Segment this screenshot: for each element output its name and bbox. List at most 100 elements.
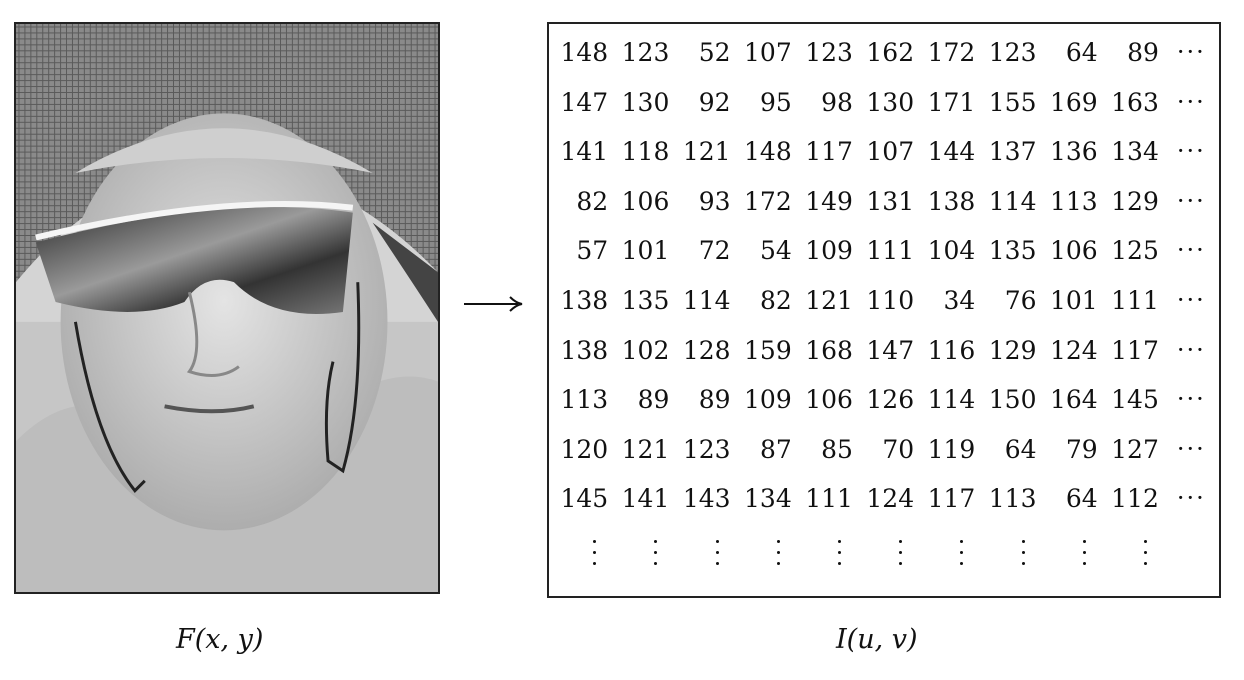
matrix-cell: 148: [560, 38, 609, 67]
matrix-cell: 164: [1049, 385, 1098, 415]
dot: [960, 551, 964, 555]
matrix-cell: 109: [744, 385, 792, 415]
matrix-cell: 169: [1049, 87, 1098, 117]
dot: [776, 551, 780, 555]
matrix-cell: 111: [1111, 285, 1159, 315]
column-vdots: [798, 524, 859, 582]
matrix-cell: 104: [927, 236, 976, 266]
matrix-cell: 114: [988, 186, 1037, 216]
matrix-cell: 121: [621, 434, 670, 464]
dot: [715, 540, 719, 544]
matrix-cell: 102: [621, 335, 670, 365]
dot: [899, 562, 903, 566]
matrix-cell: 118: [621, 137, 670, 167]
matrix-cell: 135: [621, 285, 670, 315]
matrix-cell: 149: [805, 186, 853, 216]
matrix-cell: 127: [1111, 434, 1159, 464]
matrix-cell: 121: [682, 137, 731, 167]
matrix-cell: 171: [927, 87, 976, 117]
matrix-cell: 117: [927, 484, 976, 514]
matrix-cell: 76: [1004, 285, 1037, 315]
dot: [1143, 562, 1147, 566]
matrix-cell: 123: [621, 38, 670, 67]
matrix-cell: 143: [682, 484, 731, 514]
matrix-cell: 155: [988, 87, 1037, 117]
dot: [1143, 540, 1147, 544]
column-vdots: [614, 524, 675, 582]
dot: [837, 540, 841, 544]
matrix-cell: 52: [698, 38, 731, 67]
matrix-cell: 111: [866, 236, 915, 266]
matrix-cell: 134: [1111, 137, 1159, 167]
dot: [1021, 562, 1025, 566]
matrix-cell: 113: [1049, 186, 1098, 216]
matrix-cell: 126: [866, 385, 915, 415]
matrix-cell: 123: [988, 38, 1037, 67]
matrix-cell: 123: [682, 434, 731, 464]
matrix-cell: 109: [805, 236, 853, 266]
matrix-cell: 106: [621, 186, 670, 216]
matrix-cell: 128: [682, 335, 731, 365]
matrix-cell: 136: [1049, 137, 1098, 167]
maps-to-arrow: [464, 296, 523, 312]
matrix-cell: 87: [759, 434, 792, 464]
matrix-cell: 114: [927, 385, 976, 415]
matrix-cell: 129: [988, 335, 1037, 365]
row-ellipsis: ···: [1176, 87, 1206, 116]
matrix-cell: 112: [1111, 484, 1159, 514]
matrix-cell: 124: [866, 484, 915, 514]
dot: [654, 540, 658, 544]
column-vdots: [1104, 524, 1165, 582]
column-vdots: [675, 524, 736, 582]
matrix-cell: 148: [744, 137, 792, 167]
dot: [654, 562, 658, 566]
matrix-cell: 98: [821, 87, 853, 117]
matrix-cell: 130: [866, 87, 915, 117]
matrix-cell: 141: [621, 484, 670, 514]
caption-discrete-image: I(u, v): [836, 624, 918, 655]
dot: [715, 562, 719, 566]
dot: [1082, 562, 1086, 566]
dot: [1021, 540, 1025, 544]
dot: [654, 551, 658, 555]
matrix-cell: 134: [744, 484, 792, 514]
dot: [960, 540, 964, 544]
dot: [1021, 551, 1025, 555]
matrix-cell: 92: [698, 87, 731, 117]
matrix-cell: 64: [1065, 484, 1098, 514]
dot: [776, 540, 780, 544]
matrix-cell: 113: [988, 484, 1037, 514]
row-ellipsis: ···: [1176, 385, 1206, 414]
matrix-cell: 144: [927, 137, 976, 167]
matrix-cell: 145: [1111, 385, 1159, 415]
dot: [960, 562, 964, 566]
matrix-cell: 70: [882, 434, 915, 464]
matrix-cell: 141: [560, 137, 609, 167]
dot: [776, 562, 780, 566]
matrix-cell: 107: [744, 38, 792, 67]
dot: [1082, 540, 1086, 544]
dot: [715, 551, 719, 555]
matrix-cell: 117: [805, 137, 853, 167]
matrix-cell: 168: [805, 335, 853, 365]
row-ellipsis: ···: [1176, 484, 1206, 513]
column-vdots: [981, 524, 1042, 582]
matrix-cell: 125: [1111, 236, 1159, 266]
matrix-cell: 137: [988, 137, 1037, 167]
matrix-cell: 138: [927, 186, 976, 216]
matrix-cell: 147: [560, 87, 609, 117]
matrix-cell: 107: [866, 137, 915, 167]
matrix-cell: 95: [759, 87, 792, 117]
matrix-cell: 110: [866, 285, 915, 315]
matrix-cell: 145: [560, 484, 609, 514]
matrix-cell: 159: [744, 335, 792, 365]
matrix-cell: 89: [1127, 38, 1159, 67]
dot: [899, 540, 903, 544]
matrix-cell: 121: [805, 285, 853, 315]
matrix-cell: 135: [988, 236, 1037, 266]
matrix-cell: 120: [560, 434, 609, 464]
dot: [837, 562, 841, 566]
matrix-cell: 123: [805, 38, 853, 67]
matrix-cell: 85: [821, 434, 853, 464]
